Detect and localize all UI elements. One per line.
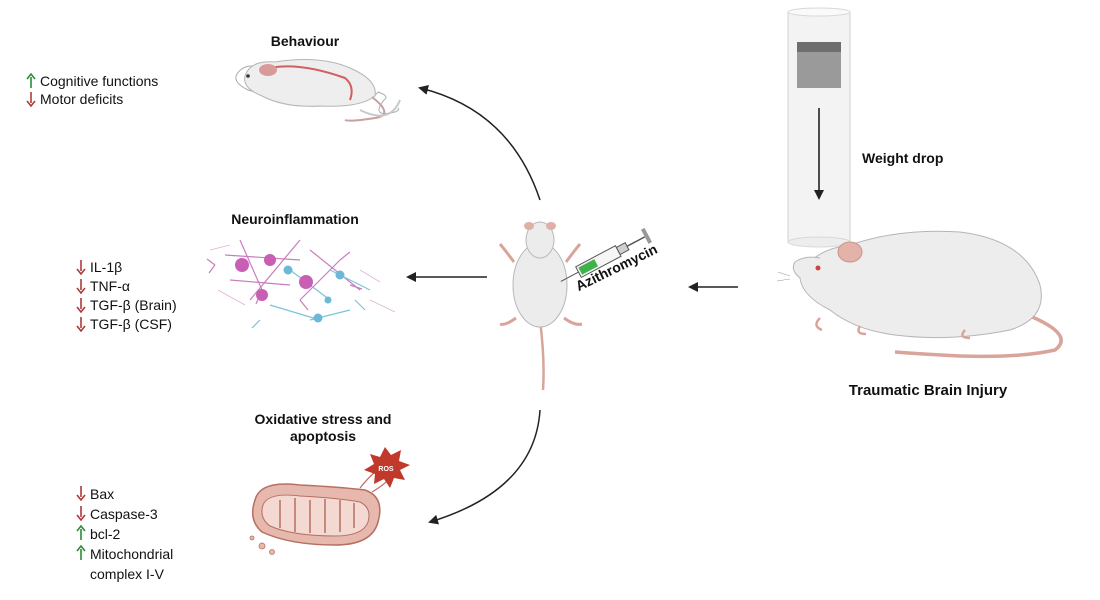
list-item: TGF-β (CSF) xyxy=(76,315,177,334)
list-item: TNF-α xyxy=(76,277,177,296)
list-item-label: TNF-α xyxy=(90,278,130,294)
list-item: complex I-V xyxy=(76,564,173,584)
syringe-icon xyxy=(560,227,653,282)
arrow-to-oxidative xyxy=(428,409,541,525)
list-item-label: Cognitive functions xyxy=(40,73,159,89)
oxidative-title-line1: Oxidative stress and xyxy=(254,411,392,427)
list-item-label: Mitochondrial xyxy=(90,546,174,562)
list-item: TGF-β (Brain) xyxy=(76,296,177,315)
neuroinflammation-cells-icon xyxy=(206,239,396,329)
increase-arrow-icon xyxy=(76,545,86,560)
decrease-arrow-icon xyxy=(76,506,86,521)
list-item: Bax xyxy=(76,484,173,504)
list-item: Mitochondrial xyxy=(76,544,173,564)
list-item: Cognitive functions xyxy=(26,72,158,90)
list-item: Caspase-3 xyxy=(76,504,173,524)
treated-rat-icon xyxy=(498,221,583,391)
decrease-arrow-icon xyxy=(76,260,86,275)
list-item-label: IL-1β xyxy=(90,259,123,275)
ros-burst-icon: ROS xyxy=(364,447,410,488)
tbi-label: Traumatic Brain Injury xyxy=(848,382,1008,399)
tbi-rat-icon xyxy=(776,230,1063,359)
weight-drop-label: Weight drop xyxy=(862,150,944,166)
decrease-arrow-icon xyxy=(76,317,86,332)
list-item-label: Caspase-3 xyxy=(90,506,158,522)
list-item: IL-1β xyxy=(76,258,177,277)
increase-arrow-icon xyxy=(76,525,86,540)
decrease-arrow-icon xyxy=(76,298,86,313)
oxidative-title: Oxidative stress and apoptosis xyxy=(218,411,428,445)
list-item-label: TGF-β (Brain) xyxy=(90,297,177,313)
behaviour-rat-icon xyxy=(235,59,401,122)
decrease-arrow-icon xyxy=(76,279,86,294)
behaviour-title: Behaviour xyxy=(270,33,340,49)
oxidative-title-line2: apoptosis xyxy=(289,428,357,444)
decrease-arrow-icon xyxy=(26,92,36,107)
list-item-label: complex I-V xyxy=(90,566,164,582)
list-item: bcl-2 xyxy=(76,524,173,544)
list-item-label: Bax xyxy=(90,486,115,502)
increase-arrow-icon xyxy=(26,73,36,88)
list-item: Motor deficits xyxy=(26,90,158,108)
mitochondrion-icon xyxy=(249,471,391,555)
list-item-label: TGF-β (CSF) xyxy=(90,316,172,332)
neuroinflammation-title: Neuroinflammation xyxy=(231,211,359,227)
ros-label: ROS xyxy=(378,466,394,473)
arrow-to-behaviour xyxy=(418,85,541,201)
weight-drop-tube-icon xyxy=(787,7,851,248)
list-item-label: Motor deficits xyxy=(40,91,124,107)
decrease-arrow-icon xyxy=(76,486,86,501)
list-item-label: bcl-2 xyxy=(90,526,121,542)
